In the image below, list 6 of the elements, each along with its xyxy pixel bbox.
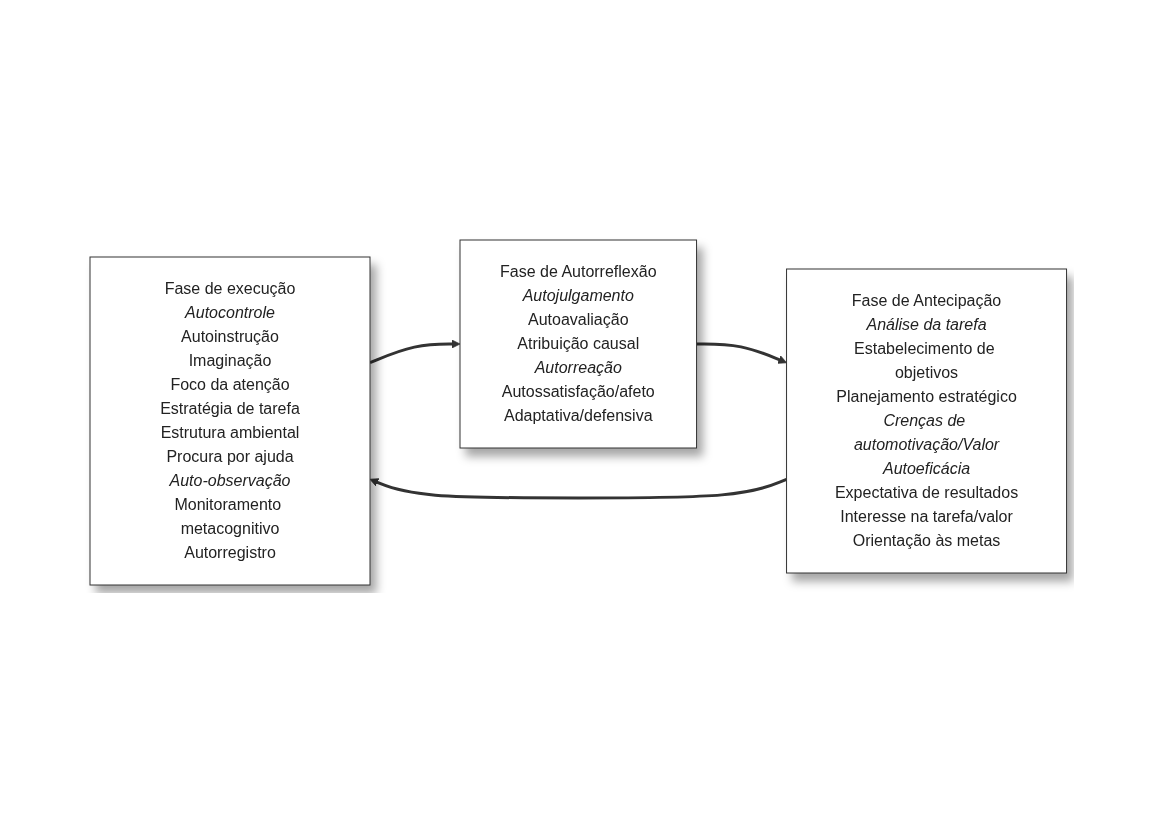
arrow [696,342,787,364]
node-box: Fase de Autorreflexão Autojulgamento Autoavaliação Atribuição causal Autorreação Autossatisfação/afeto Adaptativa/defensiva [459,239,697,449]
arrow [369,339,461,365]
node-box: Fase de execução Autocontrole Autoinstrução Imaginação Foco da atenção Estratégia de tarefa Estrutura ambiental Procura por ajuda Auto-observação Monitoramento metacognitivo Autorregistro [89,256,371,586]
node-box: Fase de Antecipação Análise da tarefa Estabelecimento de objetivos Planejamento estratégico Crenças de automotivação/Valor Autoeficácia Expectativa de resultados Interesse na tarefa/valor Orientação às metas [785,268,1067,574]
arrow [369,477,787,500]
